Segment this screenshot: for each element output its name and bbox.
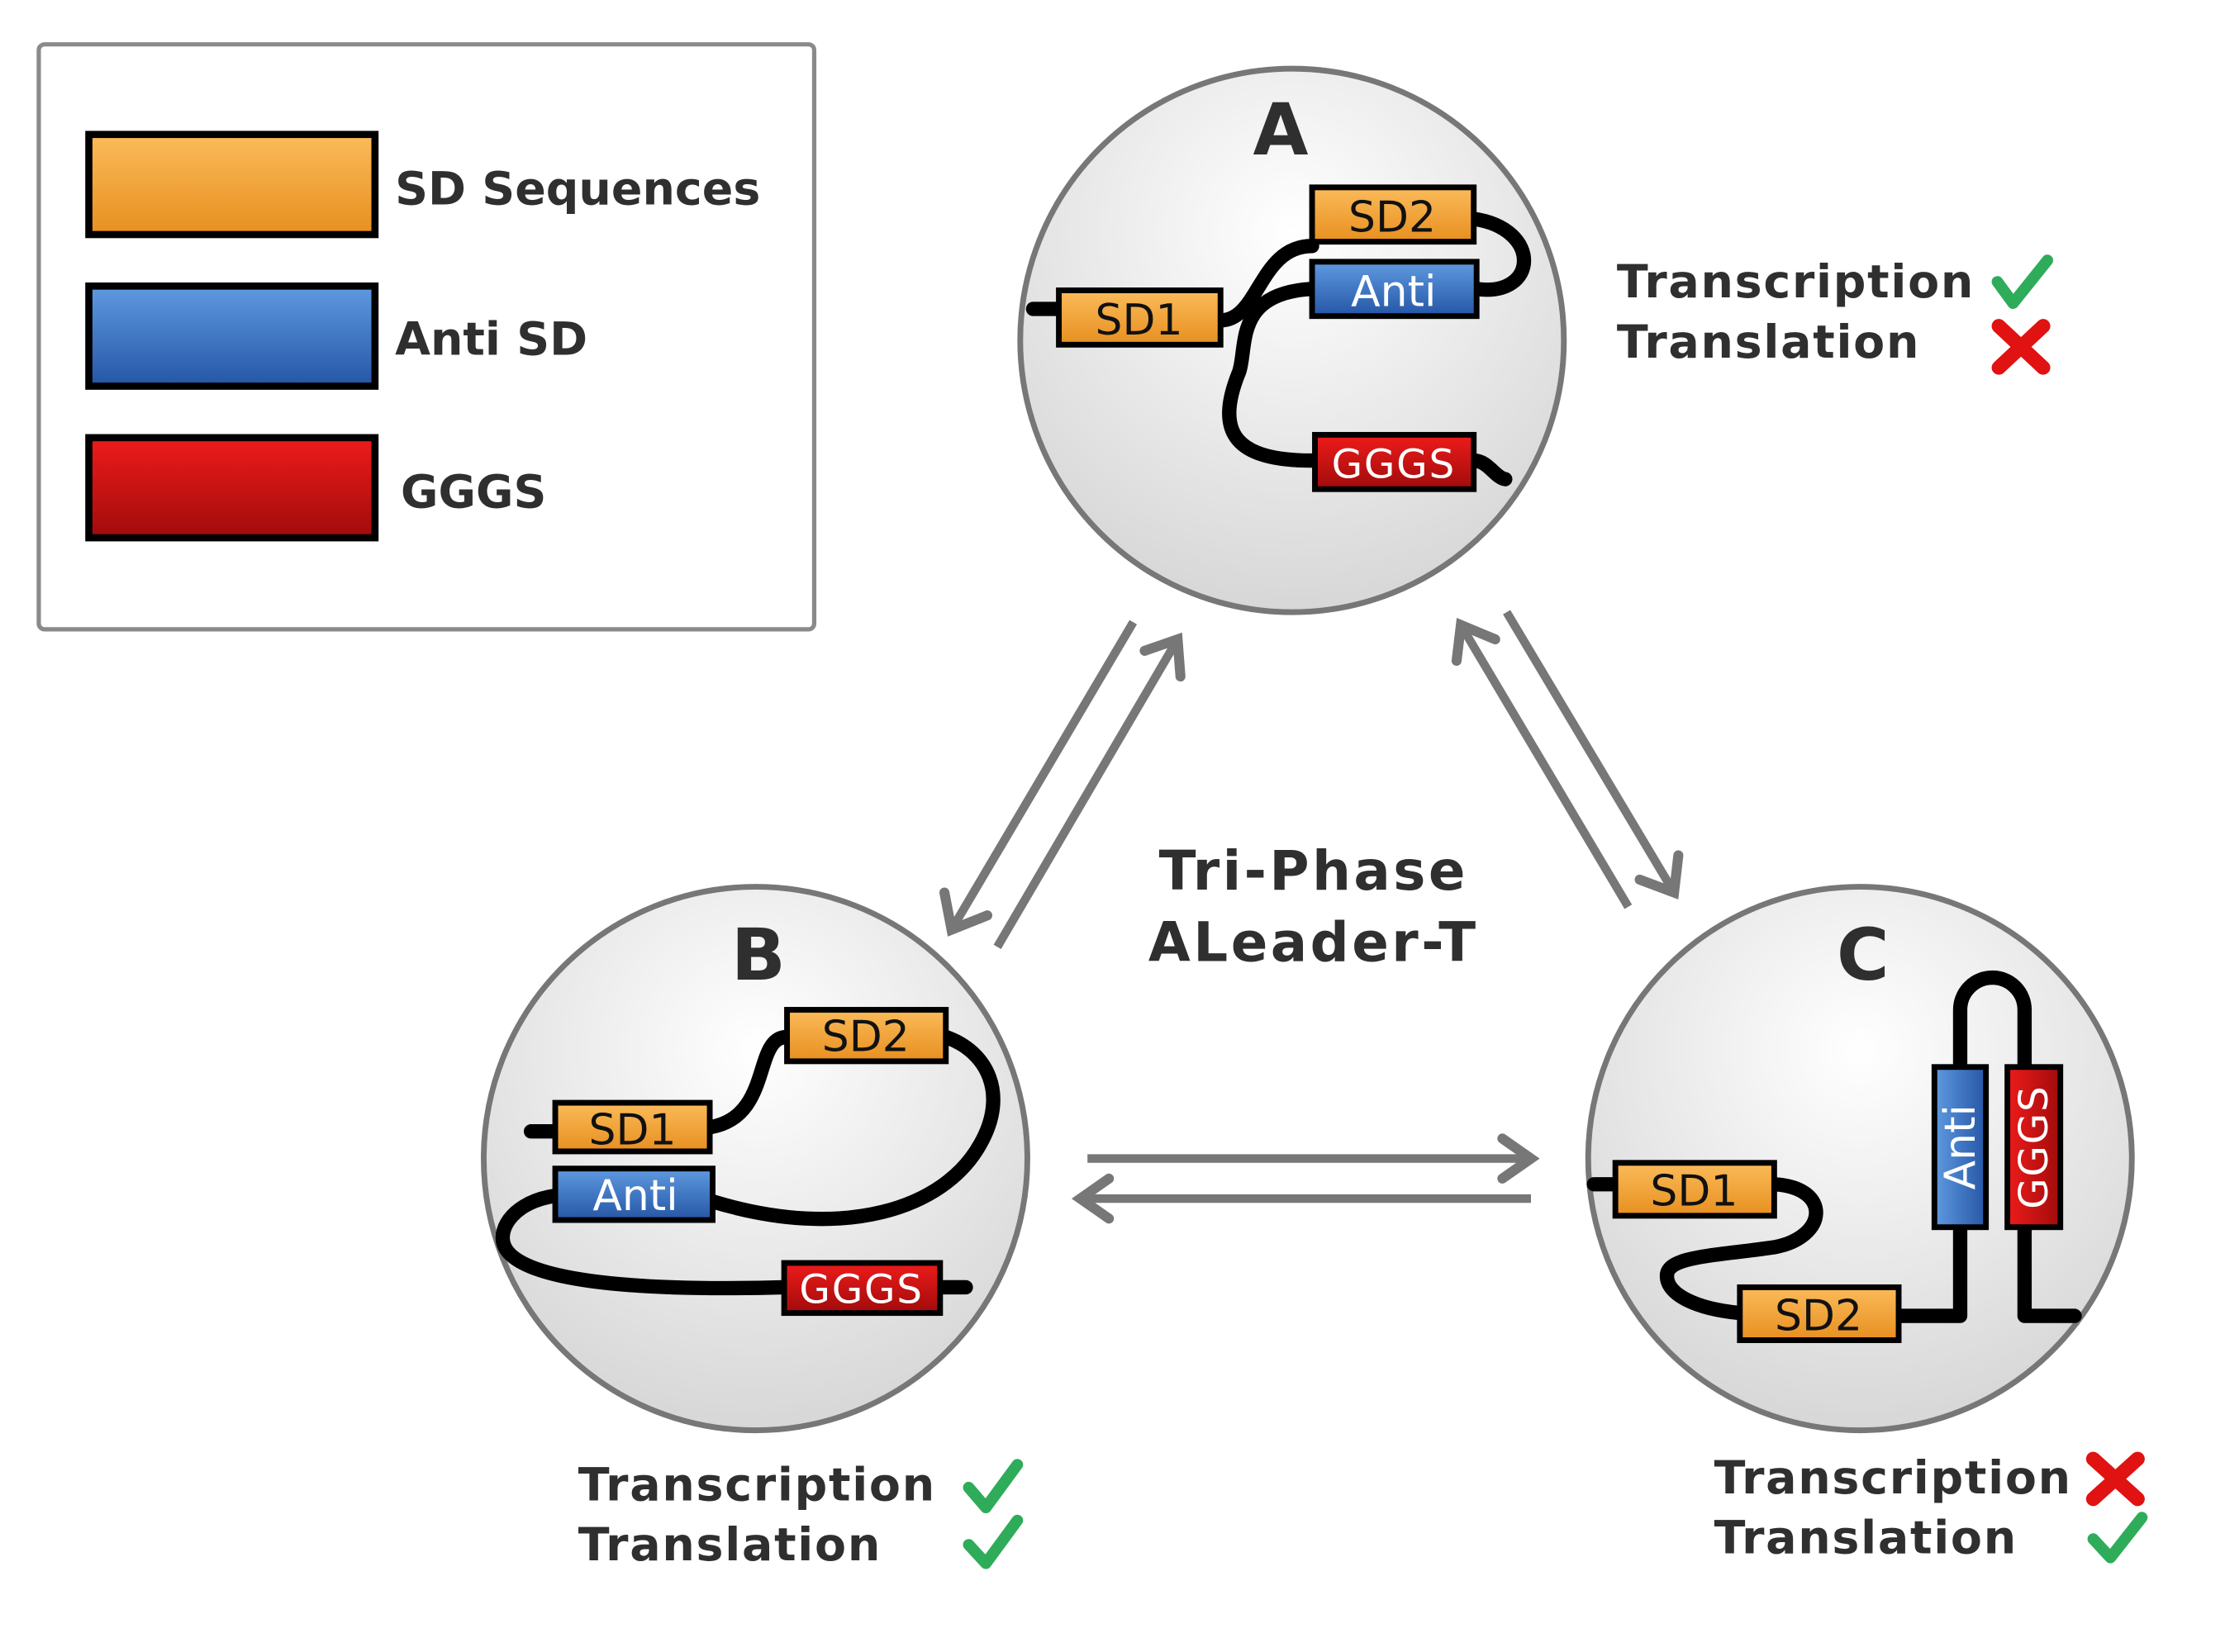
state-a-sd1-label: SD1 (1096, 296, 1183, 345)
state-c: C SD1 SD2 Anti GGGS Transcription Transl… (1585, 884, 2148, 1565)
state-b-translation-check-icon (963, 1514, 1024, 1569)
arrow-b-to-c (1087, 1133, 1540, 1184)
state-c-transcription-label: Transcription (1714, 1452, 2072, 1505)
legend-label-anti: Anti SD (395, 313, 587, 366)
state-c-gggs-label: GGGS (2011, 1085, 2057, 1209)
state-c-strand (1586, 970, 2082, 1323)
state-c-transcription-cross-icon (2085, 1451, 2145, 1507)
state-b-letter: B (731, 914, 786, 997)
arrow-a-to-b (939, 620, 1138, 937)
state-c-sd2-box (1737, 1284, 1902, 1343)
state-a-translation-label: Translation (1617, 316, 1920, 369)
center-title-line2: ALeader-T (1148, 911, 1479, 975)
state-b-sd2-label: SD2 (822, 1013, 910, 1062)
state-b-anti-label: Anti (592, 1171, 677, 1221)
arrow-b-to-a (993, 632, 1186, 949)
state-c-translation-check-icon (2087, 1512, 2148, 1564)
state-b-sd2-box (784, 1007, 949, 1065)
state-a-strand (1025, 211, 1532, 487)
state-a-sd2-box (1309, 184, 1477, 245)
state-c-sd1-label: SD1 (1650, 1167, 1738, 1217)
state-b-sd1-label: SD1 (589, 1105, 677, 1155)
legend: SD Sequences Anti SD GGGS (36, 42, 817, 632)
state-b-sd1-box (552, 1099, 713, 1155)
state-b-strand (495, 1029, 1001, 1296)
legend-label-sd: SD Sequences (395, 164, 760, 216)
state-b-gggs-box (781, 1260, 944, 1317)
state-b-transcription-check-icon (963, 1459, 1024, 1514)
state-a-letter: A (1253, 89, 1308, 172)
legend-swatch-gggs (85, 434, 379, 542)
legend-item-gggs: GGGS (85, 434, 546, 542)
state-c-sd2-label: SD2 (1775, 1291, 1862, 1341)
legend-item-anti: Anti SD (85, 282, 587, 390)
state-c-anti-label: Anti (1936, 1104, 1985, 1189)
state-b-gggs-label: GGGS (799, 1266, 923, 1313)
legend-swatch-anti (85, 282, 379, 390)
state-c-circle (1585, 884, 2135, 1434)
legend-label-gggs: GGGS (401, 467, 546, 520)
state-a-transcription-label: Transcription (1617, 256, 1975, 309)
state-b-transcription-label: Transcription (578, 1459, 936, 1512)
state-b-anti-box (552, 1165, 716, 1223)
state-a-gggs-label: GGGS (1332, 441, 1456, 487)
arrow-c-to-b (1071, 1173, 1531, 1224)
state-a-transcription-check-icon (1991, 254, 2054, 310)
center-title: Tri-Phase ALeader-T (1148, 839, 1479, 975)
state-a-translation-cross-icon (1991, 319, 2051, 375)
state-a-anti-label: Anti (1351, 268, 1436, 317)
state-b-translation-label: Translation (578, 1519, 882, 1572)
arrow-c-to-a (1451, 618, 1633, 909)
center-title-line1: Tri-Phase (1159, 839, 1468, 903)
state-a-anti-box (1309, 259, 1480, 320)
arrow-a-to-c (1503, 610, 1684, 900)
state-b: B SD1 SD2 Anti GGGS Transcription Transl… (480, 884, 1030, 1572)
state-c-sd1-box (1612, 1160, 1777, 1219)
state-a: A SD1 SD2 Anti GGGS Transcription Transl… (1017, 65, 2054, 615)
legend-item-sd: SD Sequences (85, 131, 760, 239)
legend-swatch-sd (85, 131, 379, 239)
state-a-gggs-box (1312, 431, 1477, 492)
equilibrium-arrows (939, 610, 1684, 1224)
state-c-translation-label: Translation (1714, 1512, 2018, 1565)
state-c-letter: C (1837, 914, 1890, 997)
state-a-sd1-box (1056, 287, 1224, 348)
state-c-gggs-box (2004, 1064, 2064, 1231)
state-a-sd2-label: SD2 (1348, 193, 1436, 243)
state-c-anti-box (1931, 1064, 1990, 1231)
